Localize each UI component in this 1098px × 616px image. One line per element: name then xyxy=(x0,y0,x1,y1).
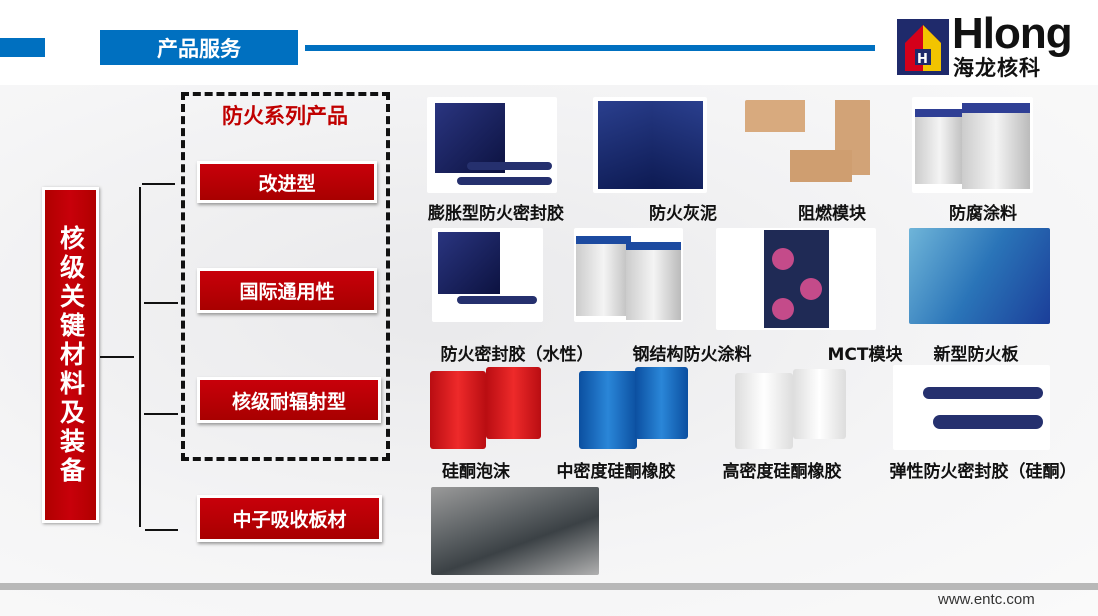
product-label: 钢结构防火涂料 xyxy=(632,345,752,365)
connector xyxy=(144,413,178,415)
product-label: 中密度硅酮橡胶 xyxy=(556,462,676,482)
paint-bucket-image xyxy=(912,97,1033,193)
white-bucket-image xyxy=(733,365,848,450)
tube-image xyxy=(893,365,1050,450)
fireproof-series-group xyxy=(181,92,390,461)
product-label: 硅酮泡沫 xyxy=(442,462,510,482)
left-category-label: 核级关键材料及装备 xyxy=(42,187,99,523)
category-improved[interactable]: 改进型 xyxy=(197,161,377,203)
product-label: 新型防火板 xyxy=(933,345,1019,365)
logo-text: Hlong xyxy=(952,9,1073,58)
logo-icon: H xyxy=(897,19,949,75)
category-international[interactable]: 国际通用性 xyxy=(197,268,377,313)
header-line xyxy=(305,45,875,51)
product-label: 阻燃模块 xyxy=(798,204,866,224)
footer-bar xyxy=(0,583,1098,590)
product-label: 防火密封胶（水性） xyxy=(440,345,594,365)
connector xyxy=(144,302,178,304)
product-label: 防火灰泥 xyxy=(649,204,717,224)
logo-subtitle: 海龙核科 xyxy=(953,56,1041,80)
category-neutron-absorber[interactable]: 中子吸收板材 xyxy=(197,495,382,542)
connector xyxy=(145,529,178,531)
product-label: 膨胀型防火密封胶 xyxy=(428,204,564,224)
sealant-box-image xyxy=(427,97,557,193)
page-title: 产品服务 xyxy=(100,30,298,65)
footer-url: www.entc.com xyxy=(938,591,1035,608)
sealant-box-image xyxy=(432,228,543,322)
connector xyxy=(139,187,141,527)
board-image xyxy=(909,228,1050,324)
blue-bucket-image xyxy=(577,365,690,450)
product-label: 防腐涂料 xyxy=(949,204,1017,224)
svg-text:H: H xyxy=(917,52,928,67)
connector xyxy=(142,183,175,185)
red-bucket-image xyxy=(428,365,543,450)
block-image xyxy=(745,100,871,185)
header-left-bar xyxy=(0,38,45,57)
mct-module-image xyxy=(716,228,876,330)
series-title: 防火系列产品 xyxy=(222,104,348,128)
product-label: 高密度硅酮橡胶 xyxy=(722,462,842,482)
mortar-bag-image xyxy=(593,97,707,193)
product-label: MCT模块 xyxy=(827,345,903,365)
neutron-absorber-board-image xyxy=(431,487,599,575)
category-nuclear-radiation[interactable]: 核级耐辐射型 xyxy=(197,377,381,423)
paint-bucket-image xyxy=(574,228,683,322)
connector xyxy=(100,356,134,358)
product-label: 弹性防火密封胶（硅酮） xyxy=(889,462,1077,482)
